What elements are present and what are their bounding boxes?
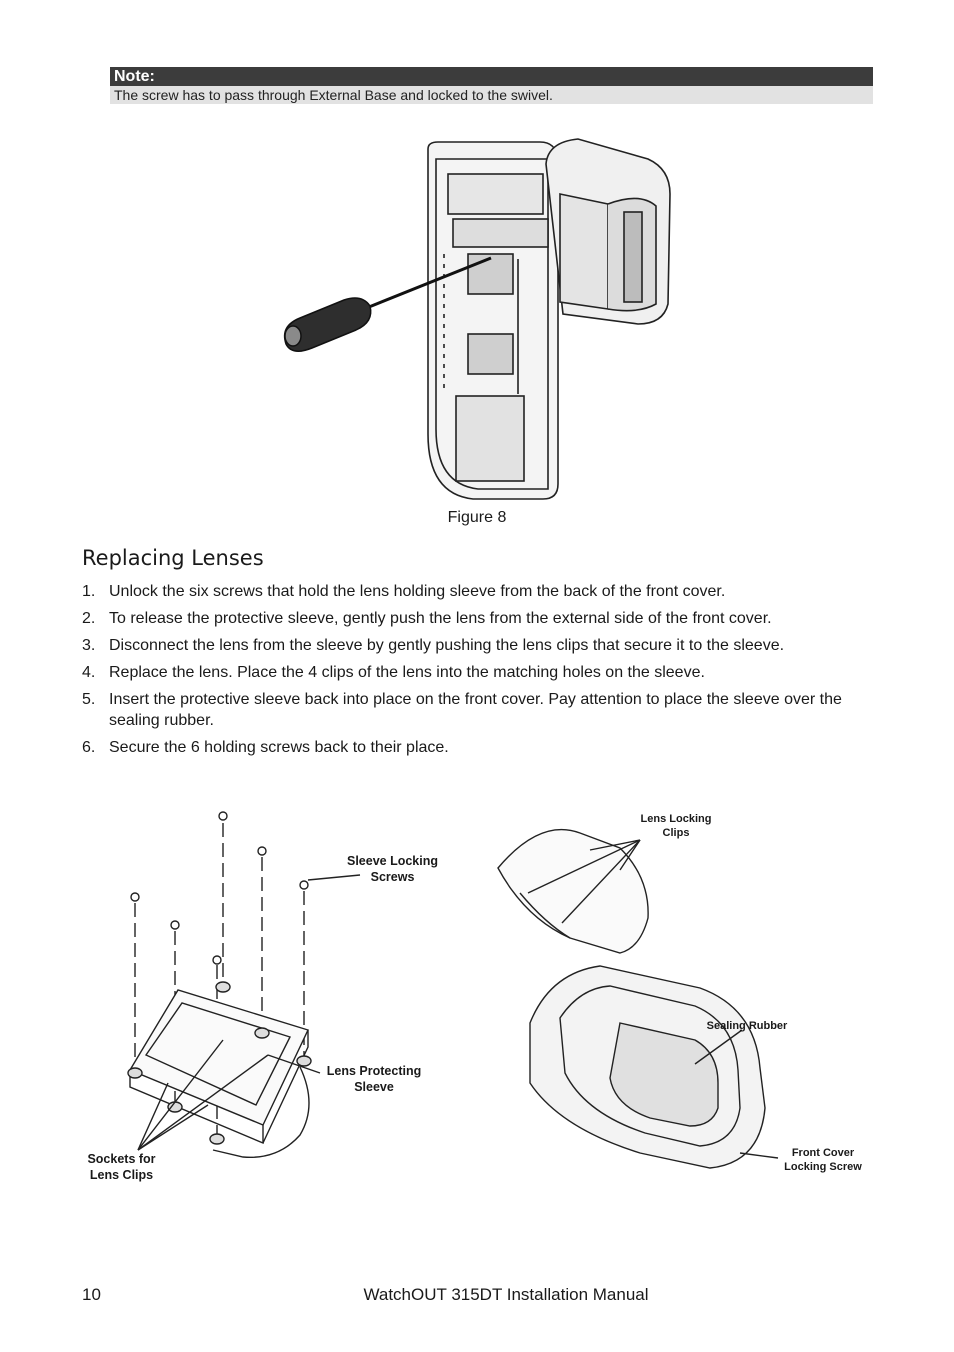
step-number: 6. [82, 739, 96, 756]
step-item: 4. Replace the lens. Place the 4 clips o… [82, 662, 882, 683]
note-heading: Note: [110, 67, 873, 86]
figure-8-caption: Figure 8 [447, 509, 507, 526]
steps-list: 1. Unlock the six screws that hold the l… [82, 581, 882, 764]
callout-line: Screws [370, 870, 415, 884]
step-item: 2. To release the protective sleeve, gen… [82, 608, 882, 629]
note-text: The screw has to pass through External B… [110, 86, 873, 104]
callout-line: Sleeve [354, 1080, 394, 1094]
lens-protecting-sleeve-callout: Lens Protecting Sleeve [314, 1063, 434, 1095]
step-item: 3. Disconnect the lens from the sleeve b… [82, 635, 882, 656]
sleeve-screws-diagram [127, 811, 361, 1159]
section-title: Replacing Lenses [82, 546, 264, 570]
callout-line: Sealing Rubber [706, 1020, 788, 1032]
callout-line: Front Cover [791, 1147, 855, 1159]
step-number: 2. [82, 610, 96, 627]
callout-line: Lens Clips [89, 1168, 154, 1182]
step-item: 1. Unlock the six screws that hold the l… [82, 581, 882, 602]
front-cover-screw-callout: Front Cover Locking Screw [776, 1146, 870, 1174]
lens-locking-clips-callout: Lens Locking Clips [630, 812, 722, 840]
sealing-rubber-callout: Sealing Rubber [698, 1019, 796, 1033]
step-text: Insert the protective sleeve back into p… [109, 691, 842, 729]
figure-8-illustration [283, 138, 671, 500]
step-text: Disconnect the lens from the sleeve by g… [109, 637, 785, 654]
lens-cover-diagram [497, 828, 779, 1169]
step-number: 5. [82, 691, 96, 708]
callout-line: Lens Protecting [326, 1064, 422, 1078]
step-number: 1. [82, 583, 96, 600]
step-number: 4. [82, 664, 96, 681]
step-text: Secure the 6 holding screws back to thei… [109, 739, 449, 756]
step-text: To release the protective sleeve, gently… [109, 610, 772, 627]
sockets-callout: Sockets for Lens Clips [74, 1151, 169, 1183]
page-number: 10 [82, 1285, 101, 1304]
manual-title: WatchOUT 315DT Installation Manual [363, 1285, 649, 1304]
callout-line: Sleeve Locking [346, 854, 438, 868]
note-box: Note: The screw has to pass through Exte… [110, 67, 873, 104]
sleeve-locking-screws-callout: Sleeve Locking Screws [330, 853, 455, 885]
callout-line: Clips [662, 827, 690, 839]
step-item: 5. Insert the protective sleeve back int… [82, 689, 882, 731]
callout-line: Locking Screw [784, 1161, 862, 1173]
step-text: Replace the lens. Place the 4 clips of t… [109, 664, 705, 681]
callout-line: Sockets for [87, 1152, 156, 1166]
callout-line: Lens Locking [640, 813, 712, 825]
step-item: 6. Secure the 6 holding screws back to t… [82, 737, 882, 758]
step-number: 3. [82, 637, 96, 654]
step-text: Unlock the six screws that hold the lens… [109, 583, 726, 600]
